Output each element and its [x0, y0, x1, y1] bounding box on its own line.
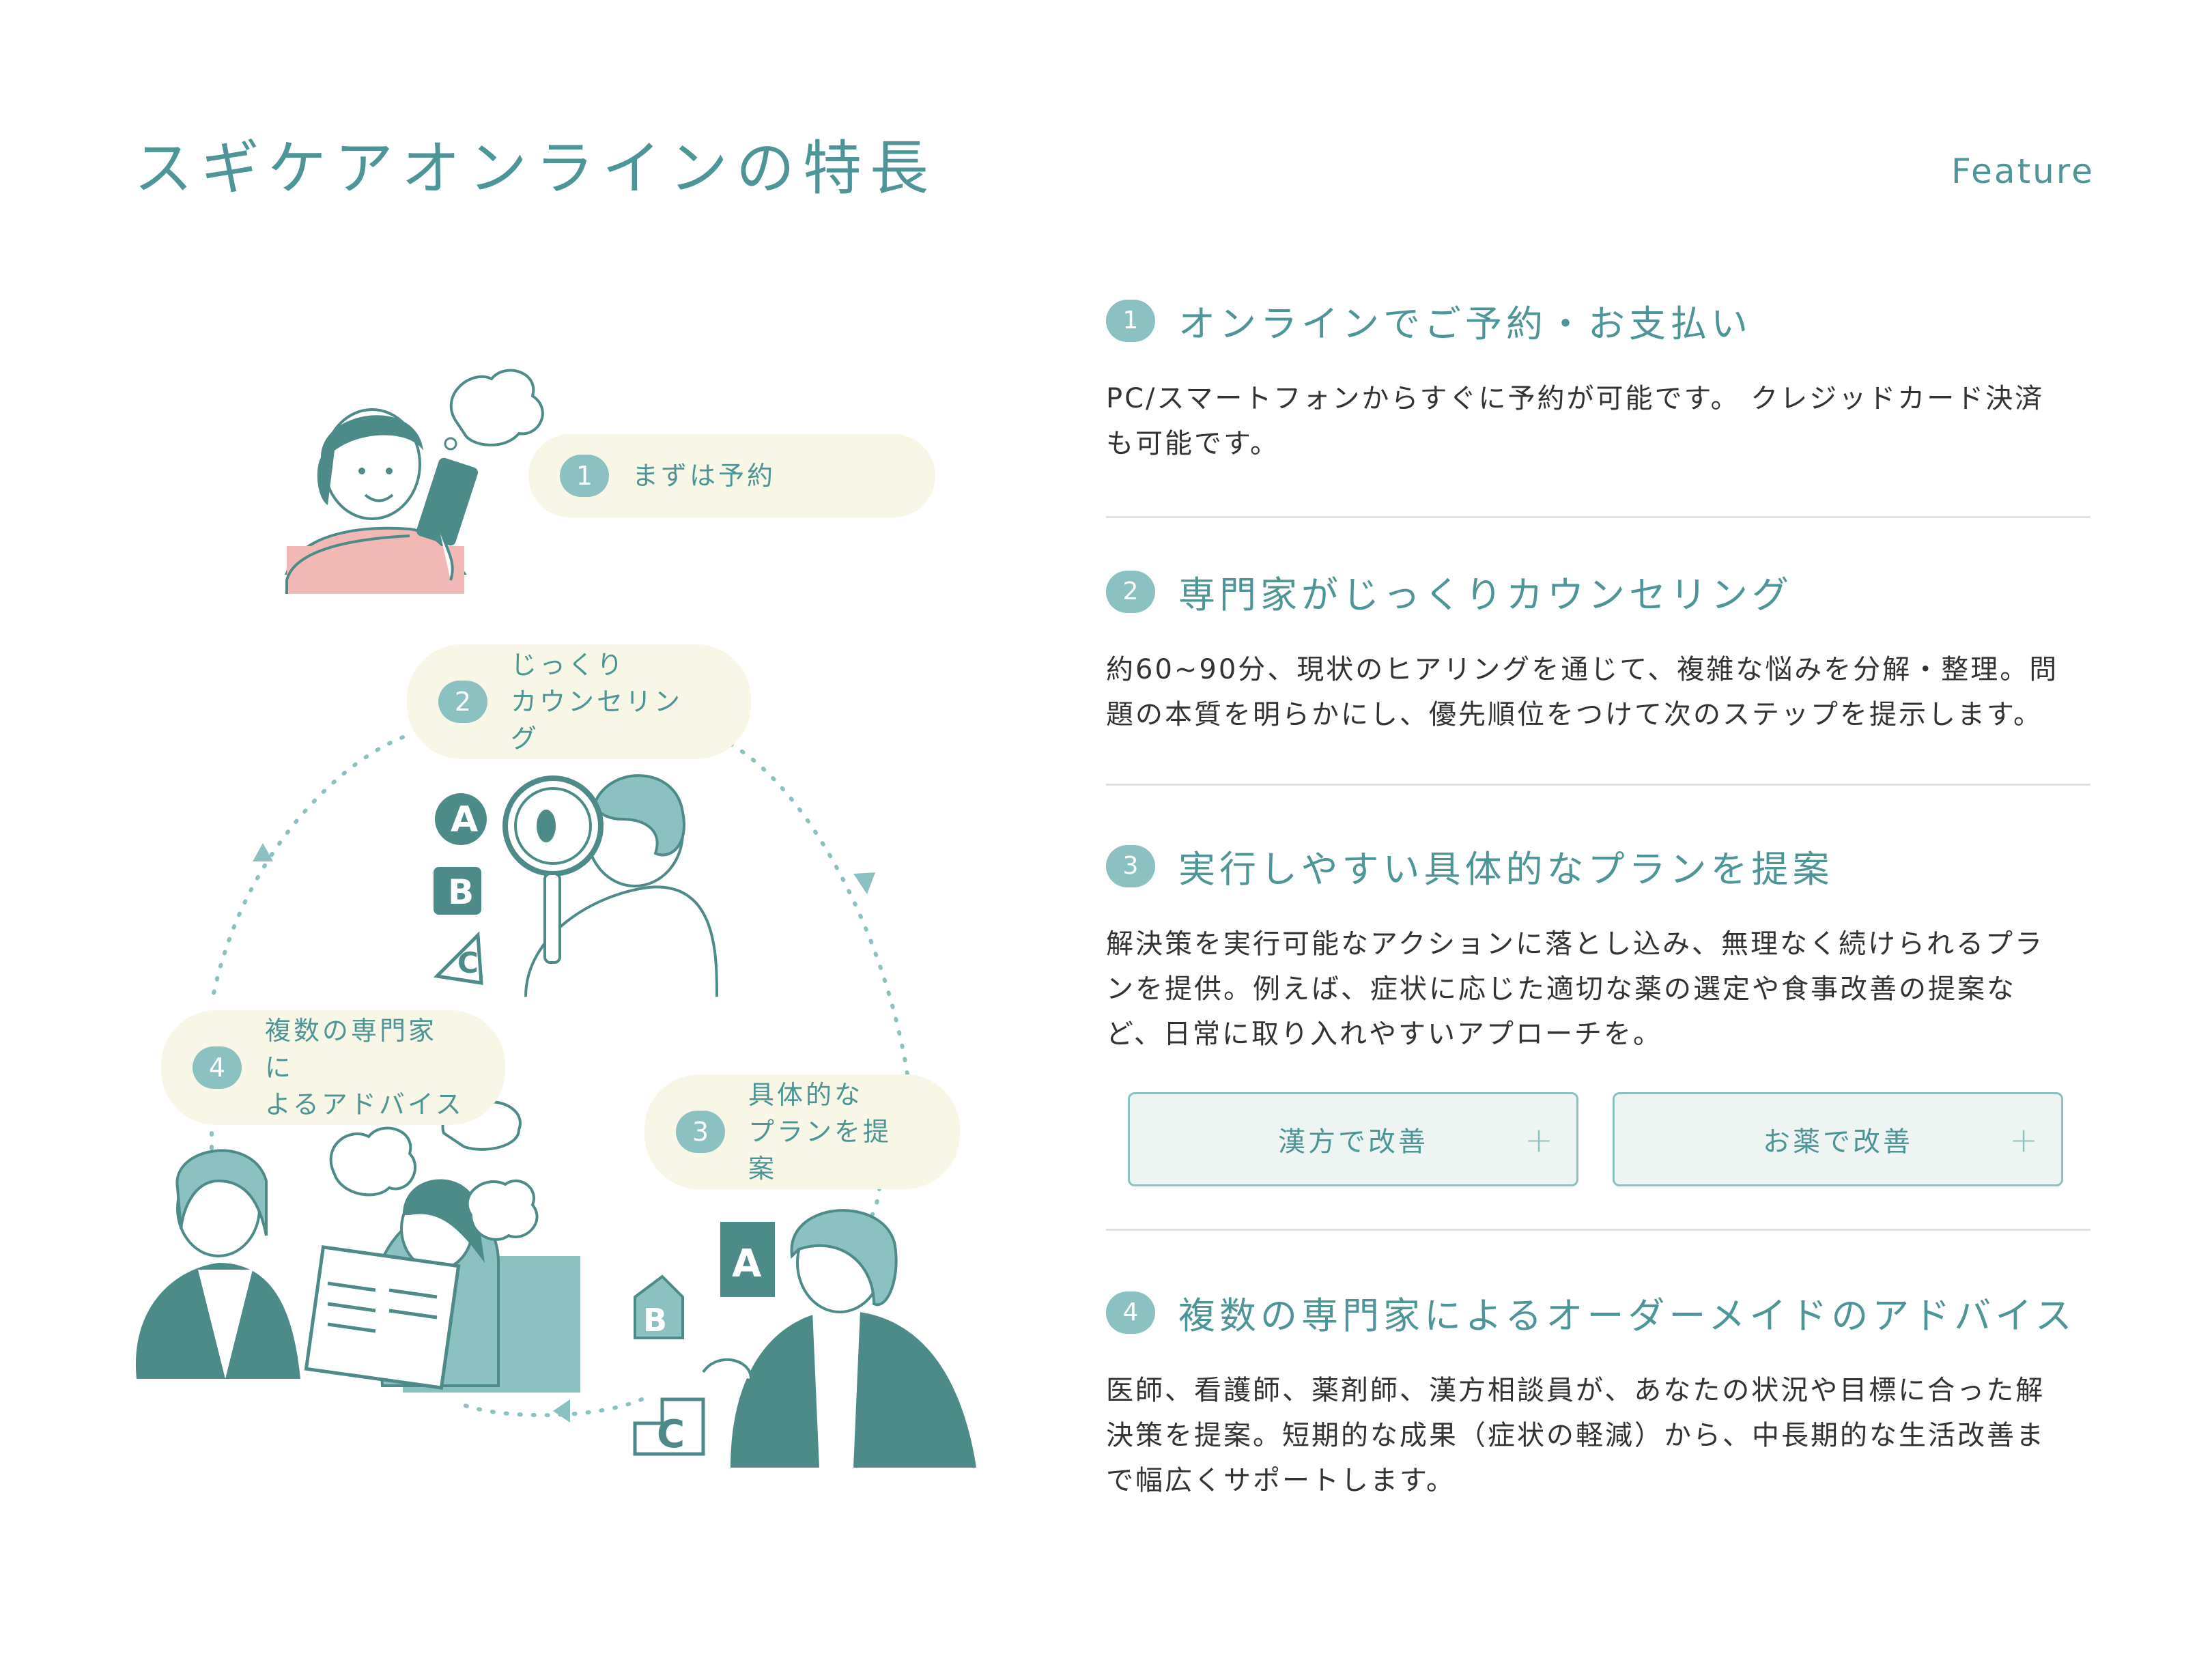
letter-b-1: B: [448, 872, 474, 912]
step-pill-1: 1 まずは予約: [528, 434, 935, 517]
step-label: 具体的な プランを提案: [748, 1080, 892, 1184]
step-number-badge: 4: [193, 1046, 242, 1089]
feature-description: PC/スマートフォンからすぐに予約が可能です。 クレジッドカード決済も可能です。: [1106, 383, 2045, 459]
step-pill-4: 4 複数の専門家に よるアドバイス: [161, 1010, 505, 1125]
feature-item-2: 2 専門家がじっくりカウンセリング 約60~90分、現状のヒアリングを通じて、複…: [1106, 518, 2090, 786]
step-pill-3: 3 具体的な プランを提案: [644, 1074, 960, 1189]
step-pill-2: 2 じっくり カウンセリング: [407, 644, 751, 759]
person-presenting: [633, 1209, 976, 1468]
feature-title: オンラインでご予約・お支払い: [1178, 302, 1752, 345]
step-number-badge: 1: [560, 455, 609, 497]
feature-item-4: 4 複数の専門家によるオーダーメイドのアドバイス 医師、看護師、薬剤師、漢方相談…: [1106, 1231, 2090, 1503]
feature-title: 複数の専門家によるオーダーメイドのアドバイス: [1178, 1294, 2076, 1337]
letter-b-2: B: [643, 1302, 667, 1339]
step-number-badge: 3: [676, 1111, 725, 1153]
letter-a-1: A: [451, 799, 478, 840]
flow-artwork: A B C: [135, 369, 976, 1468]
step-label: まずは予約: [632, 461, 776, 491]
arrow-up-icon: [253, 843, 273, 861]
button-label: 漢方で改善: [1278, 1126, 1428, 1158]
feature-list: 1 オンラインでご予約・お支払い PC/スマートフォンからすぐに予約が可能です。…: [1106, 294, 2090, 1503]
plus-icon: +: [1525, 1120, 1553, 1160]
feature-number-badge: 2: [1106, 570, 1155, 613]
person-booking: [285, 369, 544, 594]
flow-illustration: A B C: [116, 355, 1004, 1529]
feature-description: 医師、看護師、薬剤師、漢方相談員が、あなたの状況や目標に合った解決策を提案。短期…: [1106, 1375, 2045, 1496]
feature-number-badge: 4: [1106, 1291, 1155, 1334]
step-label: 複数の専門家に よるアドバイス: [265, 1016, 464, 1119]
feature-number-badge: 1: [1106, 299, 1155, 342]
feature-description: 約60~90分、現状のヒアリングを通じて、複雑な悩みを分解・整理。問題の本質を明…: [1106, 654, 2059, 730]
letter-a-2: A: [732, 1242, 762, 1286]
plus-icon: +: [2009, 1120, 2038, 1160]
step-label: じっくり カウンセリング: [511, 650, 683, 754]
letter-c-2: C: [657, 1412, 685, 1457]
person-counseling: [433, 774, 718, 997]
arrow-down-icon: [853, 872, 875, 894]
feature-item-3: 3 実行しやすい具体的なプランを提案 解決策を実行可能なアクションに落とし込み、…: [1106, 786, 2090, 1231]
feature-item-1: 1 オンラインでご予約・お支払い PC/スマートフォンからすぐに予約が可能です。…: [1106, 294, 2090, 518]
button-label: お薬で改善: [1763, 1126, 1913, 1158]
feature-label: Feature: [1951, 152, 2095, 191]
kampo-improvement-button[interactable]: 漢方で改善 +: [1128, 1092, 1578, 1186]
medicine-improvement-button[interactable]: お薬で改善 +: [1613, 1092, 2063, 1186]
feature-title: 実行しやすい具体的なプランを提案: [1178, 848, 1834, 891]
improvement-buttons: 漢方で改善 + お薬で改善 +: [1128, 1092, 2090, 1186]
step-number-badge: 2: [438, 681, 487, 723]
experts-group: [135, 1100, 580, 1393]
letter-c-1: C: [457, 946, 479, 980]
feature-number-badge: 3: [1106, 844, 1155, 887]
page-title: スギケアオンラインの特長: [134, 134, 937, 203]
cycle-arrows: [253, 843, 875, 1423]
feature-description: 解決策を実行可能なアクションに落とし込み、無理なく続けられるプランを提供。例えば…: [1106, 928, 2044, 1050]
arrow-left-icon: [553, 1399, 570, 1423]
feature-title: 専門家がじっくりカウンセリング: [1178, 573, 1793, 616]
